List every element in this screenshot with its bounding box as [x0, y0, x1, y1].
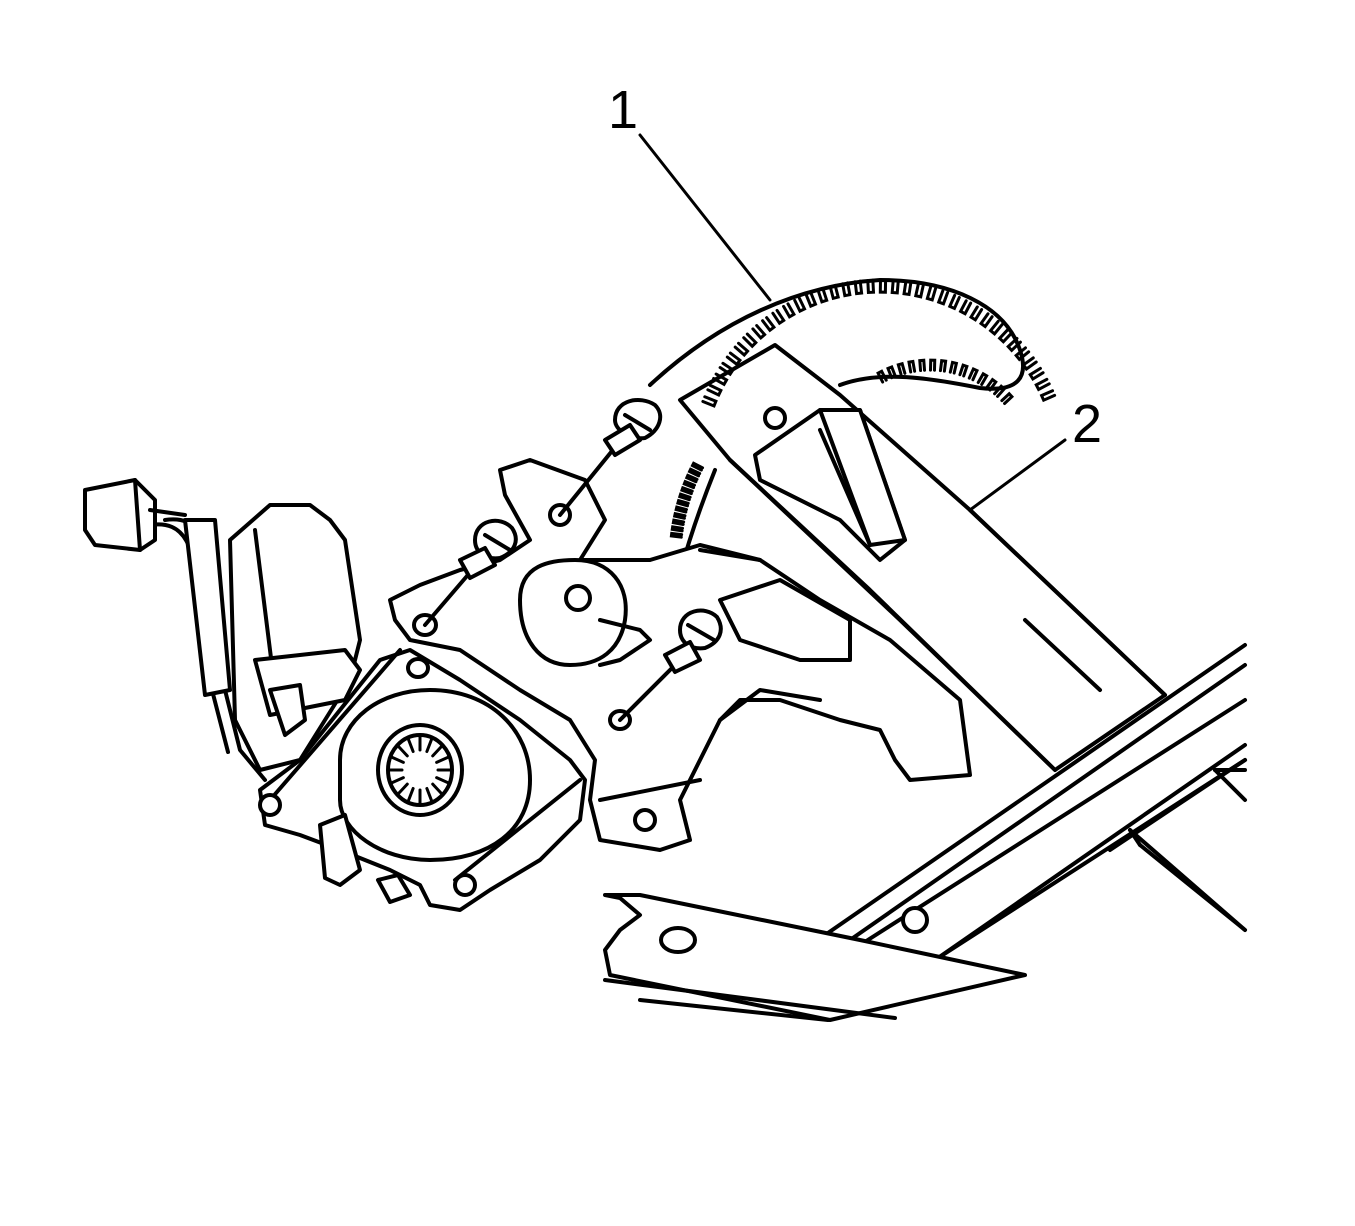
gear-teeth-outer: [701, 278, 1057, 408]
gear-tooth: [985, 377, 998, 392]
gear-tooth: [1000, 391, 1015, 406]
gear-tooth: [886, 365, 897, 380]
gear-tooth: [687, 467, 702, 478]
gear-tooth: [1039, 389, 1057, 403]
spline-tooth: [425, 786, 434, 803]
gear-tooth: [1014, 346, 1031, 362]
screw-lower: [618, 608, 723, 722]
spline-tooth: [389, 776, 405, 785]
gear-tooth: [948, 360, 959, 375]
gear-tooth: [1034, 377, 1051, 392]
sector-gear: [648, 278, 1057, 642]
spline-tooth: [431, 744, 444, 758]
gear-tooth: [988, 319, 1004, 336]
gear-tooth: [816, 287, 829, 304]
spline-tooth: [396, 744, 409, 758]
gear-tooth: [793, 296, 807, 314]
gear-tooth: [896, 361, 907, 376]
gear-tooth: [968, 305, 984, 322]
gear-teeth-lower: [669, 461, 705, 539]
gear-tooth: [782, 302, 796, 319]
screw-top: [558, 398, 663, 517]
gear-tooth: [677, 492, 692, 502]
gear-tooth: [751, 324, 767, 341]
spline-tooth: [431, 782, 444, 796]
spline-tooth: [396, 782, 409, 796]
gear-tooth: [682, 479, 697, 490]
gear-tooth: [742, 332, 758, 349]
gear-tooth: [938, 359, 948, 373]
regulator-arm: [678, 343, 1167, 772]
spline-tooth: [389, 755, 405, 764]
gear-tooth: [958, 363, 969, 378]
spline-tooth: [406, 786, 415, 803]
gear-tooth: [670, 525, 685, 533]
spline-tooth: [425, 737, 434, 754]
gear-tooth: [680, 485, 694, 496]
gear-tooth: [1021, 356, 1038, 372]
gear-tooth: [907, 359, 917, 374]
gear-tooth: [958, 299, 973, 316]
gear-tooth: [853, 279, 864, 296]
gear-tooth: [918, 358, 927, 373]
gear-tooth: [674, 505, 688, 514]
gear-tooth: [828, 283, 840, 301]
callout-1-label: 1: [608, 80, 638, 140]
gear-tooth: [876, 369, 888, 384]
lower-rail-assembly: [603, 643, 1247, 1022]
gear-tooth: [978, 312, 994, 329]
motor-assembly: [83, 478, 587, 912]
gear-tooth: [976, 371, 989, 387]
gear-tooth: [928, 358, 937, 372]
gear-tooth: [706, 383, 723, 398]
leader-lines: [638, 133, 1067, 512]
leader-line-2: [968, 438, 1067, 512]
gear-tooth: [967, 367, 979, 382]
gear-tooth: [993, 384, 1007, 398]
gear-tooth: [725, 351, 743, 367]
gear-tooth: [733, 341, 750, 358]
gear-tooth: [804, 291, 818, 309]
gear-tooth: [712, 372, 729, 387]
gear-tooth: [684, 473, 699, 484]
gear-tooth: [690, 461, 705, 472]
gear-tooth: [771, 308, 786, 326]
gear-tooth: [841, 281, 852, 298]
spline-tooth: [406, 737, 415, 754]
gear-tooth: [1028, 366, 1045, 382]
gear-tooth: [866, 278, 876, 295]
gear-tooth: [1006, 336, 1022, 353]
gear-teeth-inner: [876, 358, 1015, 406]
gear-tooth: [701, 395, 718, 408]
leader-line-1: [638, 133, 772, 302]
gear-tooth: [913, 282, 925, 299]
gear-tooth: [936, 289, 950, 306]
gear-tooth: [997, 328, 1014, 344]
gear-tooth: [761, 316, 777, 333]
spline-tooth: [435, 755, 451, 764]
gear-tooth: [890, 279, 900, 295]
screw-middle: [423, 518, 518, 627]
gear-tooth: [672, 511, 687, 520]
gear-tooth: [902, 280, 913, 297]
gear-tooth: [671, 518, 686, 527]
gear-tooth: [676, 498, 690, 508]
spline: [387, 734, 453, 806]
gear-tooth: [947, 293, 961, 311]
spline-tooth: [435, 776, 451, 785]
gear-tooth: [878, 278, 888, 294]
gear-tooth: [669, 531, 684, 539]
gear-tooth: [718, 361, 735, 377]
callout-2-label: 2: [1072, 394, 1102, 454]
gear-tooth: [925, 285, 938, 302]
